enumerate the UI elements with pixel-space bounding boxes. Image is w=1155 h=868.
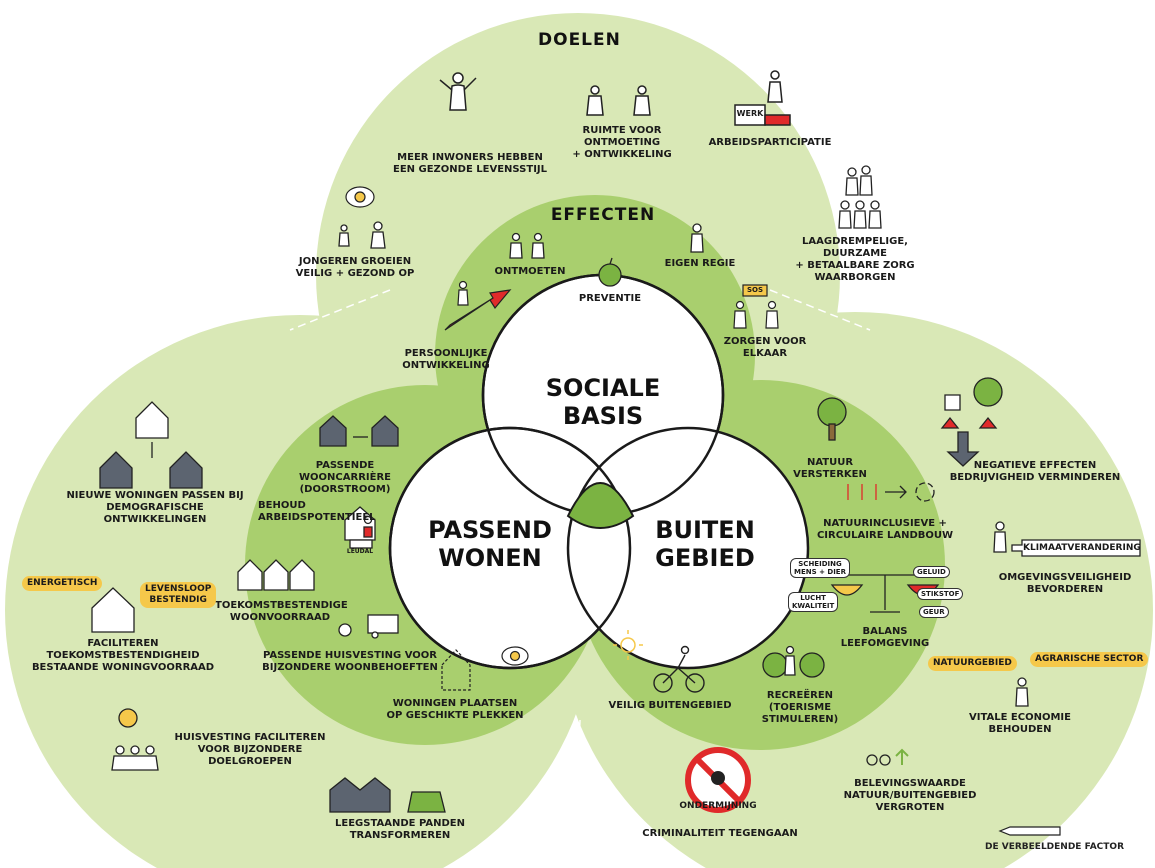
- leudal-sign-text: LEUDAL: [346, 548, 374, 555]
- tag-agrarisch: AGRARISCHE SECTOR: [1030, 652, 1149, 667]
- label-wooncarriere: PASSENDE WOONCARRIÈRE (DOORSTROOM): [299, 460, 391, 495]
- cyclist-icon: [653, 645, 705, 693]
- sunny-egg-icon: [345, 186, 375, 208]
- recreation-icon: [762, 645, 825, 678]
- buiten-gebied-circle: [566, 426, 810, 670]
- target-group-icon: [111, 708, 159, 771]
- no-undermining-icon: [685, 747, 751, 813]
- kids-icon: [338, 221, 386, 249]
- tree-icon: [817, 397, 847, 441]
- werk-sign-text: WERK: [736, 109, 764, 118]
- tag-energetisch: ENERGETISCH: [22, 576, 103, 591]
- industry-effects-icon: [940, 377, 1003, 467]
- label-economie: VITALE ECONOMIE BEHOUDEN: [969, 712, 1071, 735]
- dotted-house-icon: [441, 649, 471, 691]
- separator-line: [289, 289, 391, 331]
- buiten-gebied-title: BUITEN GEBIED: [655, 516, 755, 572]
- economy-person-icon: [1015, 677, 1029, 707]
- label-zorgen-voor-elkaar: ZORGEN VOOR ELKAAR: [723, 336, 807, 359]
- label-eigen-regie: EIGEN REGIE: [664, 258, 736, 269]
- self-direction-person-icon: [690, 223, 704, 253]
- klimaat-sign-text: KLIMAATVERANDERING: [1023, 543, 1141, 553]
- circular-farming-icon: [847, 482, 935, 502]
- meeting-persons-icon: [509, 232, 545, 259]
- label-veilig-buitengebied: VEILIG BUITENGEBIED: [608, 700, 732, 711]
- house-person-icon: [91, 587, 135, 633]
- label-omgevingsveiligheid: OMGEVINGSVEILIGHEID BEVORDEREN: [998, 572, 1132, 595]
- label-bedrijvigheid: NEGATIEVE EFFECTEN BEDRIJVIGHEID VERMIND…: [949, 460, 1121, 483]
- label-arbeidspotentieel: BEHOUD ARBEIDSPOTENTIEEL: [258, 500, 376, 523]
- care-group-icon: [838, 165, 882, 229]
- doelen-header: DOELEN: [538, 30, 621, 50]
- core-overlap: [566, 482, 635, 529]
- label-doelgroepen: HUISVESTING FACILITEREN VOOR BIJZONDERE …: [174, 732, 326, 767]
- leudal-house-icon: [344, 506, 376, 549]
- growth-arrow-icon: [444, 280, 512, 331]
- label-recreeren: RECREËREN (TOERISME STIMULEREN): [761, 690, 839, 725]
- effecten-header: EFFECTEN: [550, 205, 656, 225]
- apple-icon: [598, 257, 622, 287]
- tag-natuurgebied: NATUURGEBIED: [928, 656, 1017, 671]
- sos-sign-icon: [733, 284, 779, 329]
- label-woonvoorraad: TOEKOMSTBESTENDIGE WOONVOORRAAD: [215, 600, 348, 623]
- sos-sign-text: SOS: [746, 286, 764, 294]
- label-landbouw: NATUURINCLUSIEVE + CIRCULAIRE LANDBOUW: [816, 518, 954, 541]
- chip-stikstof: STIKSTOF: [917, 588, 964, 600]
- label-natuur-versterken: NATUUR VERSTERKEN: [793, 457, 867, 480]
- label-balans: BALANS LEEFOMGEVING: [840, 626, 930, 649]
- chip-scheiding: SCHEIDING MENS + DIER: [790, 558, 850, 578]
- passend-wonen-title: PASSEND WONEN: [428, 516, 552, 572]
- label-huisvesting-woonbehoeften: PASSENDE HUISVESTING VOOR BIJZONDERE WOO…: [262, 650, 438, 673]
- house-move-icon: [319, 415, 399, 447]
- label-persoonlijke-ontwikkeling: PERSOONLIJKE ONTWIKKELING: [402, 348, 490, 371]
- tag-levensloop: LEVENSLOOP BESTENDIG: [140, 582, 217, 608]
- credit-text: DE VERBEELDENDE FACTOR: [985, 842, 1124, 852]
- factory-icon: [329, 777, 446, 813]
- label-jongeren: JONGEREN GROEIEN VEILIG + GEZOND OP: [295, 256, 415, 279]
- label-arbeidsparticipatie: ARBEIDSPARTICIPATIE: [708, 137, 832, 148]
- future-homes-icon: [237, 559, 315, 591]
- glasses-growth-icon: [866, 748, 909, 766]
- jumping-person-icon: [439, 72, 477, 111]
- label-criminaliteit: CRIMINALITEIT TEGENGAAN: [642, 828, 798, 839]
- sunny-egg-icon: [501, 646, 529, 666]
- separator-line: [574, 719, 581, 861]
- label-demografisch: NIEUWE WONINGEN PASSEN BIJ DEMOGRAFISCHE…: [66, 490, 244, 525]
- chip-geur: GEUR: [919, 606, 949, 618]
- sociale-basis-title: SOCIALE BASIS: [545, 374, 661, 430]
- label-ontmoeten: ONTMOETEN: [494, 266, 566, 277]
- work-podium-icon: [734, 70, 791, 126]
- label-faciliteren: FACILITEREN TOEKOMSTBESTENDIGHEID BESTAA…: [31, 638, 215, 673]
- two-persons-icon: [586, 85, 651, 116]
- ondermijning-text: ONDERMIJNING: [679, 801, 757, 811]
- label-belevingswaarde: BELEVINGSWAARDE NATUUR/BUITENGEBIED VERG…: [843, 778, 977, 813]
- chip-lucht: LUCHT KWALITEIT: [788, 592, 839, 612]
- pencil-icon: [998, 826, 1061, 836]
- house-puzzle-icon: [99, 401, 203, 489]
- label-ruimte-ontmoeting: RUIMTE VOOR ONTMOETING + ONTWIKKELING: [572, 125, 672, 160]
- label-preventie: PREVENTIE: [578, 293, 642, 304]
- label-woningen-plekken: WONINGEN PLAATSEN OP GESCHIKTE PLEKKEN: [386, 698, 524, 721]
- safety-person-icon: [993, 521, 1141, 557]
- label-zorg: LAAGDREMPELIGE, DUURZAME + BETAALBARE ZO…: [795, 236, 915, 283]
- label-leegstaande: LEEGSTAANDE PANDEN TRANSFORMEREN: [335, 818, 465, 841]
- chip-geluid: GELUID: [913, 566, 950, 578]
- sun-icon: [613, 630, 643, 660]
- separator-line: [769, 289, 871, 331]
- wheelchair-trailer-icon: [338, 614, 399, 639]
- label-gezonde-levensstijl: MEER INWONERS HEBBEN EEN GEZONDE LEVENSS…: [392, 152, 548, 175]
